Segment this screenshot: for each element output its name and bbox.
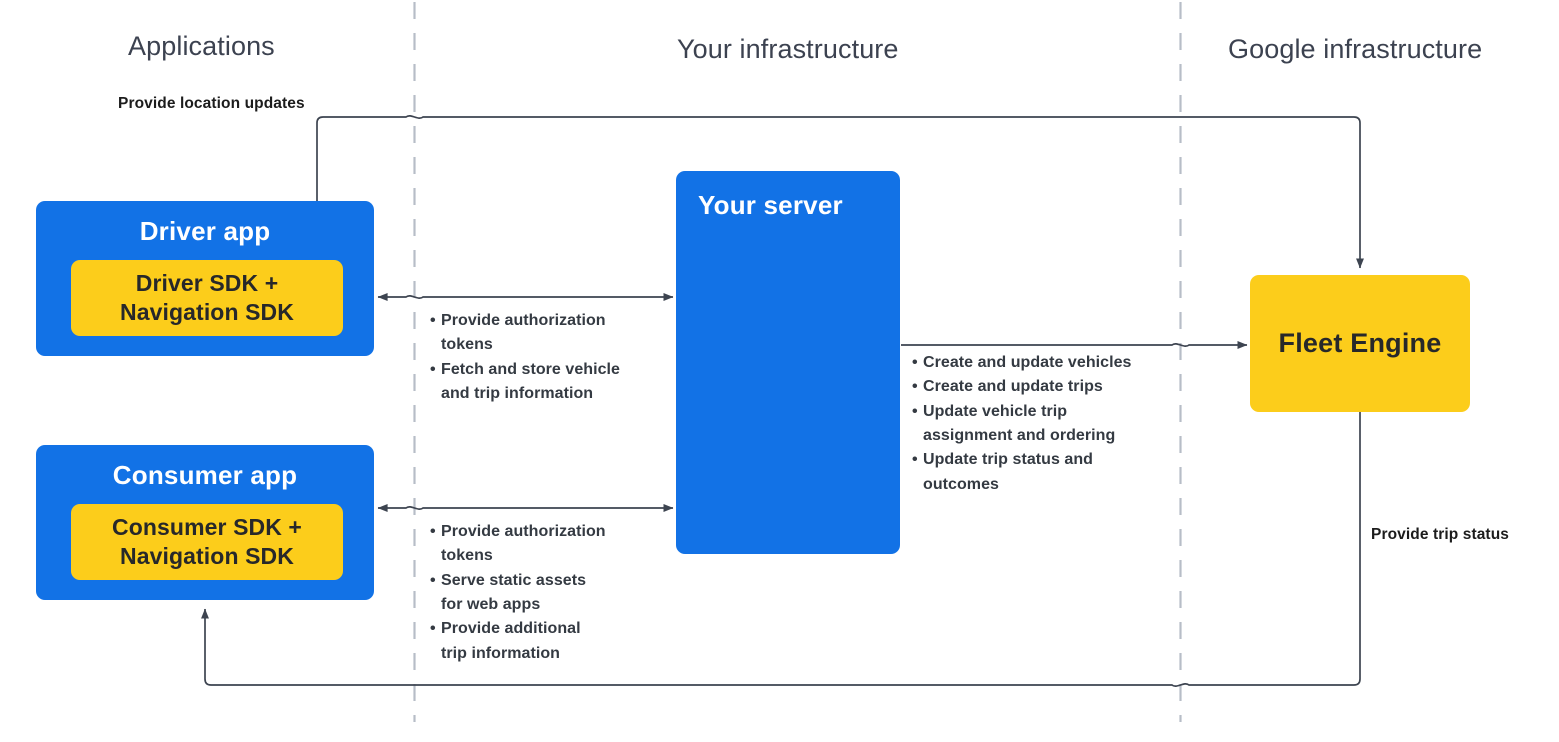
bullet-label: Update vehicle trip assignment and order… — [923, 402, 1116, 444]
node-fleet-engine[interactable]: Fleet Engine — [1250, 275, 1470, 412]
bullet-dot-icon: • — [912, 354, 918, 371]
node-driver-app[interactable]: Driver app Driver SDK + Navigation SDK — [36, 201, 374, 356]
bullet-item: • Provide authorization tokens — [430, 520, 645, 569]
bullets-consumer-to-server: • Provide authorization tokens • Serve s… — [430, 520, 645, 666]
driver-app-title: Driver app — [139, 216, 271, 246]
node-your-server[interactable]: Your server — [676, 171, 900, 554]
zone-header-applications: Applications — [128, 31, 275, 61]
edge-driver-to-fleet-engine — [316, 115, 1364, 269]
bullet-item: • Provide additional trip information — [430, 617, 645, 666]
edge-fleet-engine-to-consumer-app — [201, 412, 1361, 687]
bullet-dot-icon: • — [430, 523, 436, 540]
bullet-item: • Create and update trips — [912, 375, 1162, 399]
bullet-dot-icon: • — [912, 451, 918, 469]
bullet-dot-icon: • — [912, 378, 918, 396]
label-provide-location-updates: Provide location updates — [118, 95, 305, 112]
bullet-label: Fetch and store vehicle and trip informa… — [441, 360, 620, 402]
bullet-item: • Update vehicle trip assignment and ord… — [912, 400, 1162, 449]
bullet-label: Create and update trips — [923, 378, 1103, 396]
edge-consumer-app-to-your-server — [377, 504, 674, 512]
label-provide-trip-status: Provide trip status — [1371, 526, 1509, 543]
edge-driver-app-to-your-server — [377, 293, 674, 301]
zone-header-your-infrastructure: Your infrastructure — [677, 34, 899, 64]
bullet-item: • Serve static assets for web apps — [430, 569, 645, 618]
driver-sdk-label: Driver SDK + Navigation SDK — [120, 269, 294, 325]
bullet-label: Serve static assets for web apps — [441, 571, 587, 613]
bullet-item: • Update trip status and outcomes — [912, 448, 1162, 497]
bullet-dot-icon: • — [912, 402, 918, 420]
bullet-item: • Fetch and store vehicle and trip infor… — [430, 358, 655, 407]
edge-your-server-to-fleet-engine — [901, 341, 1248, 349]
your-server-title: Your server — [698, 190, 843, 220]
bullet-item: • Provide authorization tokens — [430, 309, 655, 358]
bullet-label: Update trip status and outcomes — [923, 451, 1094, 493]
bullet-label: Provide additional trip information — [441, 620, 581, 662]
consumer-app-title: Consumer app — [112, 460, 298, 490]
node-consumer-app[interactable]: Consumer app Consumer SDK + Navigation S… — [36, 445, 374, 600]
node-consumer-sdk[interactable]: Consumer SDK + Navigation SDK — [71, 504, 343, 580]
node-driver-sdk[interactable]: Driver SDK + Navigation SDK — [71, 260, 343, 336]
bullet-label: Provide authorization tokens — [441, 523, 606, 565]
bullet-dot-icon: • — [430, 360, 436, 378]
bullet-dot-icon: • — [430, 312, 436, 329]
bullets-server-to-fleet-engine: • Create and update vehicles • Create an… — [912, 351, 1162, 497]
zone-header-google-infrastructure: Google infrastructure — [1228, 34, 1483, 64]
bullets-driver-to-server: • Provide authorization tokens • Fetch a… — [430, 309, 655, 406]
bullet-dot-icon: • — [430, 571, 436, 589]
bullet-dot-icon: • — [430, 620, 436, 638]
consumer-sdk-label: Consumer SDK + Navigation SDK — [112, 513, 302, 569]
bullet-item: • Create and update vehicles — [912, 351, 1162, 375]
bullet-label: Provide authorization tokens — [441, 312, 606, 354]
fleet-engine-title: Fleet Engine — [1278, 328, 1442, 358]
bullet-label: Create and update vehicles — [923, 354, 1132, 371]
